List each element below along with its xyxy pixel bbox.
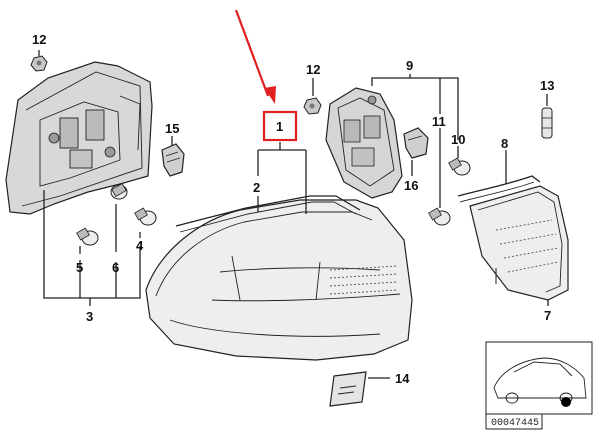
callout-4: 4 <box>136 238 144 253</box>
connector-16 <box>403 127 429 159</box>
callout-6: 6 <box>112 260 119 275</box>
callout-1: 1 <box>276 119 283 134</box>
gasket-8 <box>457 175 541 203</box>
bulb-11 <box>428 207 451 226</box>
highlight-arrow <box>234 9 276 104</box>
callout-2: 2 <box>253 180 260 195</box>
callout-labels: 1 2 3 4 5 6 7 8 9 10 11 12 12 13 14 15 1… <box>32 32 554 386</box>
callout-12-left: 12 <box>32 32 46 47</box>
gasket-2 <box>175 195 361 227</box>
nut-12-left <box>30 55 48 72</box>
callout-5: 5 <box>76 260 83 275</box>
bulb-4 <box>134 207 157 226</box>
tail-light-lens <box>145 199 413 361</box>
bulb-13 <box>541 107 553 139</box>
inner-light-7 <box>469 185 569 301</box>
bulb-6 <box>110 182 128 200</box>
callout-7: 7 <box>544 308 551 323</box>
callout-12-right: 12 <box>306 62 320 77</box>
leader-lines <box>38 50 549 379</box>
document-id-box <box>485 413 543 430</box>
nut-12-right <box>303 97 322 115</box>
callout-10: 10 <box>451 132 465 147</box>
document-id: 00047445 <box>491 418 539 429</box>
callout-16: 16 <box>404 178 418 193</box>
highlight-box <box>262 110 298 142</box>
callout-14: 14 <box>395 371 410 386</box>
bulb-5 <box>76 227 99 246</box>
callout-3: 3 <box>86 309 93 324</box>
callout-15: 15 <box>165 121 179 136</box>
callout-9: 9 <box>406 58 413 73</box>
callout-8: 8 <box>501 136 508 151</box>
label-14 <box>329 371 367 407</box>
callout-13: 13 <box>540 78 554 93</box>
connector-15 <box>161 143 185 177</box>
callout-11: 11 <box>432 114 446 129</box>
bulb-holder-9 <box>325 87 403 199</box>
bulb-10 <box>448 157 471 176</box>
vehicle-locator-inset <box>485 341 593 415</box>
carrier-housing <box>5 61 153 215</box>
